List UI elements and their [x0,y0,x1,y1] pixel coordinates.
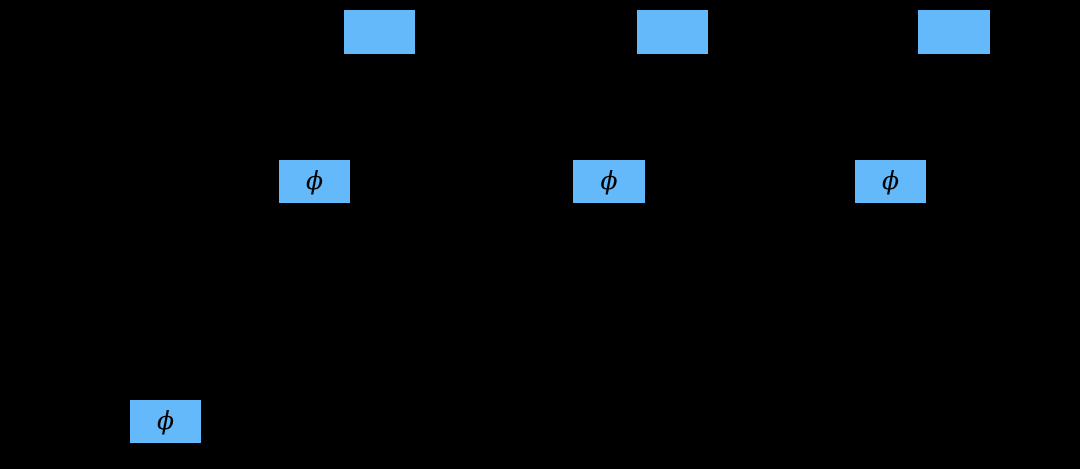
node-middle-3-label: ϕ [881,166,900,195]
edge-mid2-top2 [608,53,673,161]
node-top-2[interactable] [637,10,708,54]
node-top-3[interactable] [918,10,990,54]
node-middle-2[interactable]: ϕ [573,160,645,203]
edge-mid3-top3 [889,53,955,161]
edge-group [164,53,955,401]
edge-mid1-top1 [314,53,380,161]
node-middle-1-label: ϕ [305,166,324,195]
node-middle-1[interactable]: ϕ [279,160,350,203]
node-middle-2-label: ϕ [600,166,618,195]
node-bottom-1-label: ϕ [156,406,175,435]
edge-bottom1-mid1 [164,202,316,401]
node-middle-3[interactable]: ϕ [855,160,926,203]
node-top-1[interactable] [344,10,415,54]
node-bottom-1[interactable]: ϕ [130,400,201,443]
